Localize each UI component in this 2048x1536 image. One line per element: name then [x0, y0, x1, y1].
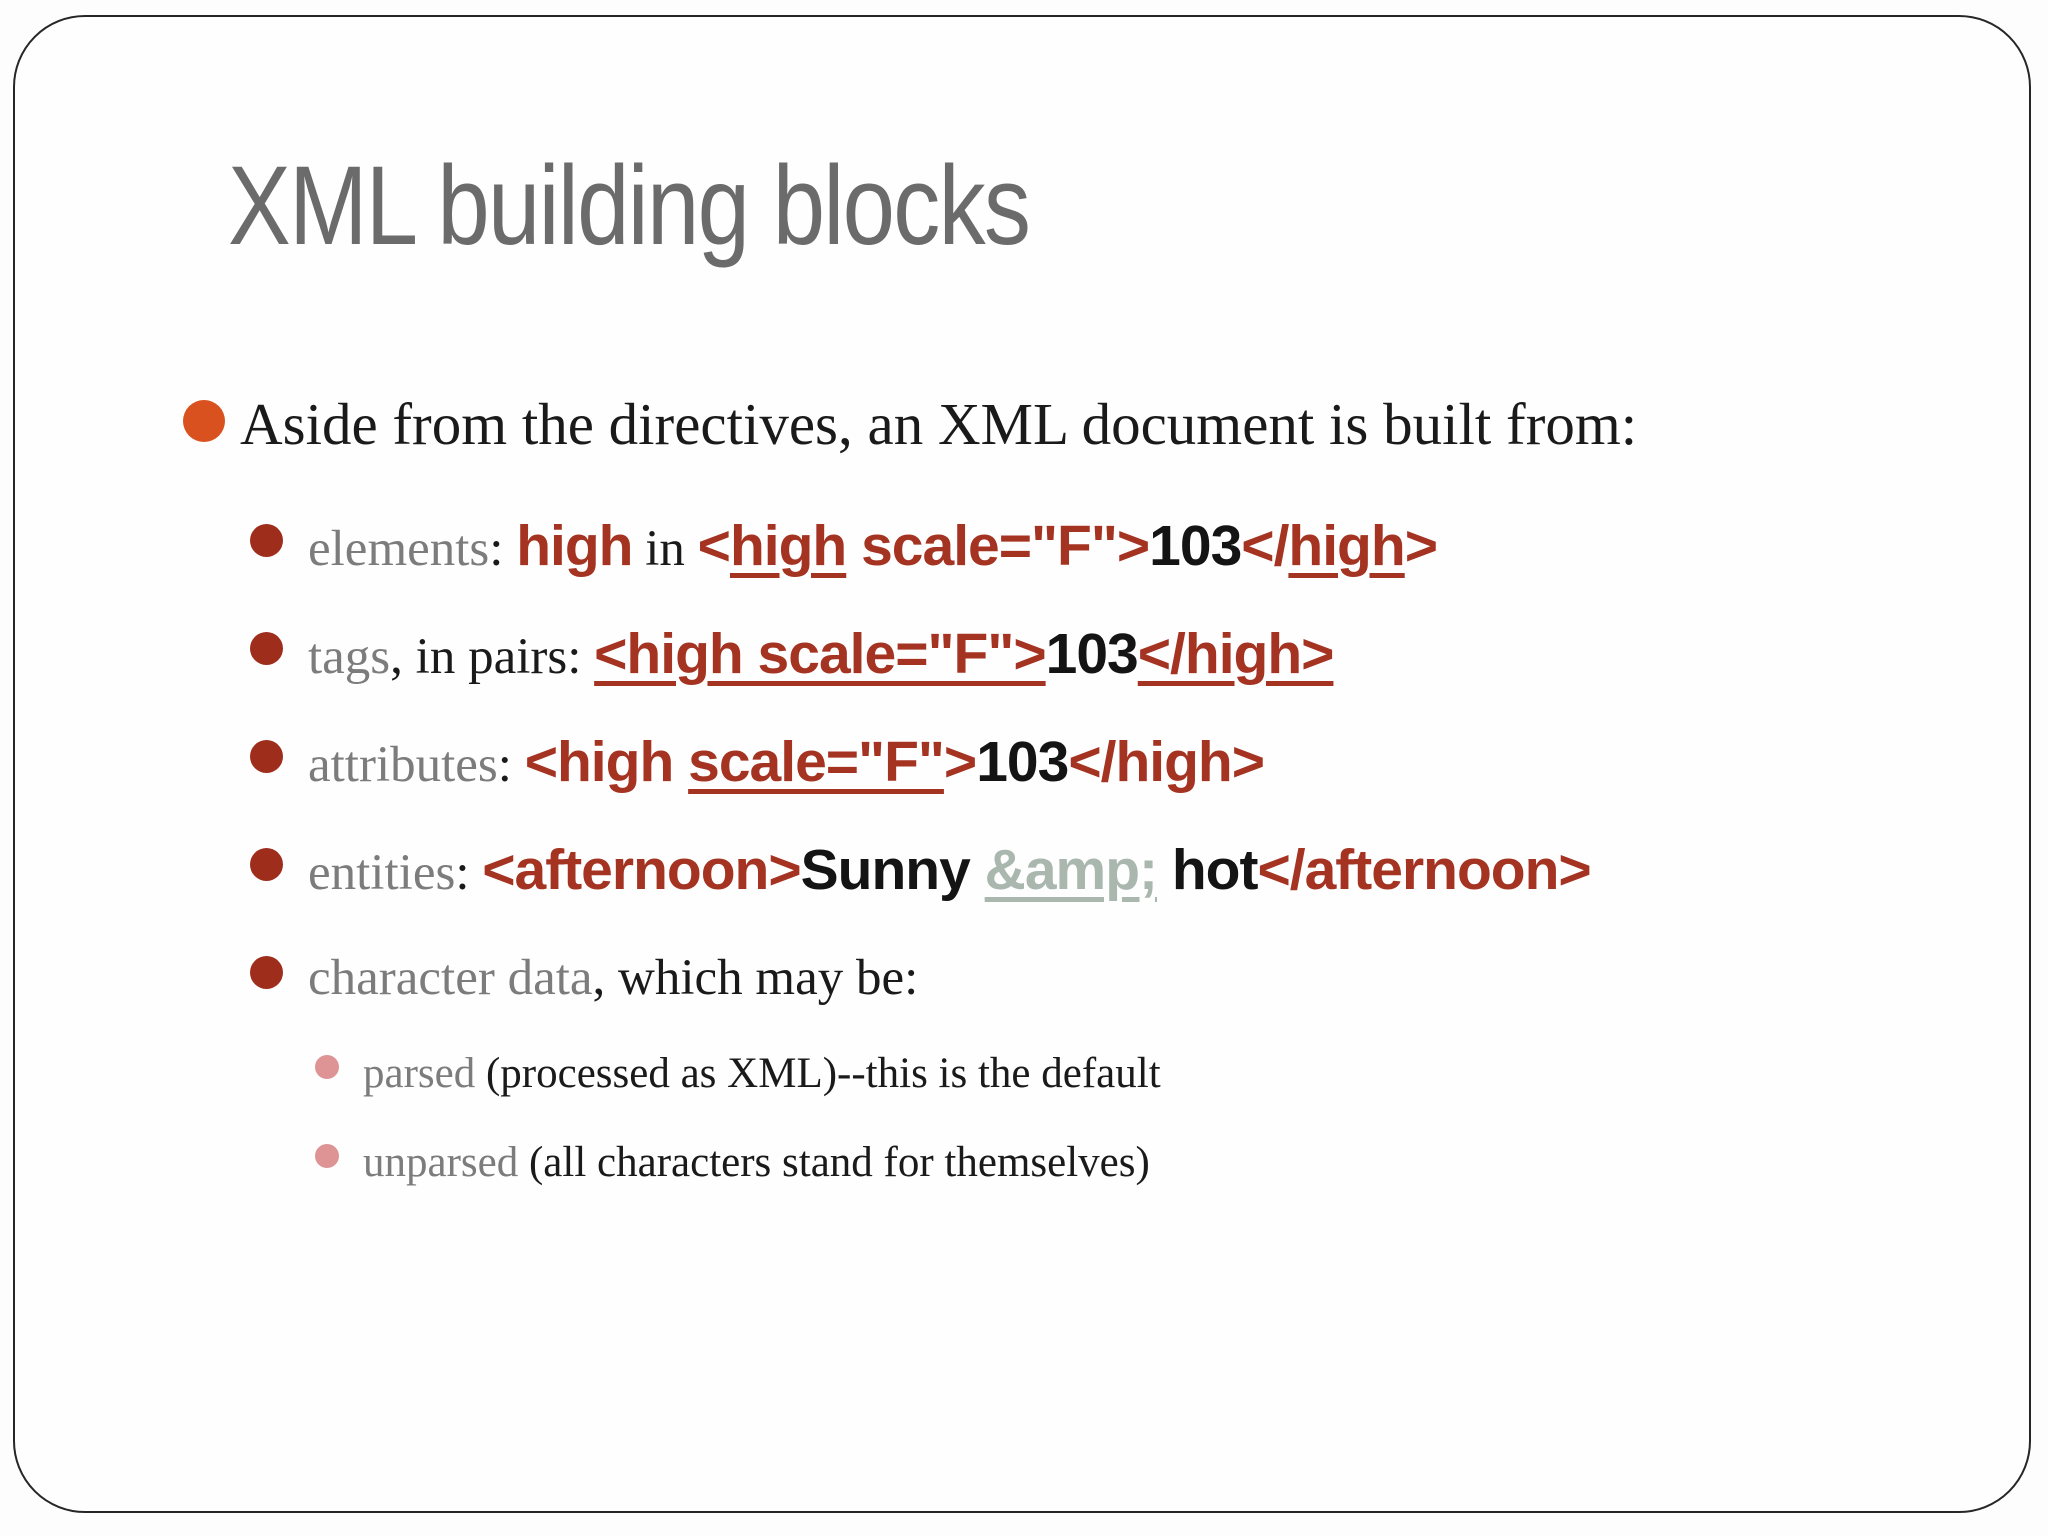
bullet-text: tags, in pairs: <high scale="F">103</hig… [308, 622, 1334, 686]
bullet-text: parsed (processed as XML)--this is the d… [363, 1050, 1161, 1097]
text-segment: (processed as XML)--this is the default [475, 1050, 1161, 1097]
bullet-item: character data, which may be: [250, 940, 1943, 1028]
text-segment: 103 [976, 730, 1069, 794]
text-segment: <high scale="F"> [594, 622, 1046, 686]
bullet-item: Aside from the directives, an XML docume… [183, 388, 1943, 476]
bullet-text: character data, which may be: [308, 950, 918, 1006]
text-segment: tags [308, 629, 391, 685]
slide-border [13, 15, 2031, 1513]
bullet-item: attributes: <high scale="F">103</high> [250, 724, 1943, 815]
text-segment: scale="F"> [846, 514, 1150, 578]
text-segment: Aside from the directives, an XML docume… [240, 391, 1638, 457]
bullet-item: tags, in pairs: <high scale="F">103</hig… [250, 616, 1943, 707]
text-segment: < [697, 514, 731, 578]
text-segment: Sunny [800, 838, 985, 902]
text-segment: > [943, 730, 977, 794]
text-segment: entities [308, 845, 456, 901]
bullet-item: elements: high in <high scale="F">103</h… [250, 508, 1943, 599]
bullet-level-2-icon [250, 740, 283, 773]
bullet-list: Aside from the directives, an XML docume… [183, 388, 1943, 1223]
bullet-level-3-icon [315, 1055, 339, 1079]
text-segment: : [497, 737, 525, 793]
text-segment: hot [1157, 838, 1259, 902]
bullet-text: entities: <afternoon>Sunny &amp; hot</af… [308, 838, 1592, 902]
bullet-text: Aside from the directives, an XML docume… [240, 391, 1637, 457]
text-segment: > [1404, 514, 1438, 578]
text-segment: character data [308, 950, 593, 1006]
text-segment: : [489, 521, 517, 577]
page-title: XML building blocks [228, 143, 1031, 268]
bullet-text: unparsed (all characters stand for thems… [363, 1139, 1150, 1186]
bullet-text: attributes: <high scale="F">103</high> [308, 730, 1265, 794]
text-segment: <high [524, 730, 689, 794]
text-segment: high [729, 514, 847, 578]
text-segment: &amp; [984, 838, 1158, 902]
text-segment: (all characters stand for themselves) [518, 1139, 1150, 1186]
text-segment: scale="F" [688, 730, 945, 794]
bullet-level-2-icon [250, 956, 283, 989]
text-segment: 103 [1149, 514, 1242, 578]
bullet-item: parsed (processed as XML)--this is the d… [315, 1045, 1943, 1112]
bullet-level-2-icon [250, 524, 283, 557]
bullet-level-2-icon [250, 848, 283, 881]
text-segment: unparsed [363, 1139, 519, 1186]
text-segment: </high> [1068, 730, 1265, 794]
text-segment: </ [1241, 514, 1289, 578]
text-segment: high [1288, 514, 1405, 578]
text-segment: attributes [308, 737, 498, 793]
bullet-item: entities: <afternoon>Sunny &amp; hot</af… [250, 832, 1943, 923]
text-segment: 103 [1045, 622, 1139, 686]
bullet-level-3-icon [315, 1144, 339, 1168]
bullet-text: elements: high in <high scale="F">103</h… [308, 514, 1438, 578]
text-segment: </afternoon> [1257, 838, 1591, 902]
text-segment: : [455, 845, 483, 901]
text-segment: , in pairs: [390, 629, 595, 685]
text-segment: parsed [363, 1050, 476, 1097]
text-segment: , which may be: [592, 950, 919, 1006]
bullet-item: unparsed (all characters stand for thems… [315, 1134, 1943, 1201]
text-segment: in [632, 521, 698, 577]
text-segment: high [516, 514, 633, 578]
bullet-level-1-icon [183, 400, 225, 442]
bullet-level-2-icon [250, 632, 283, 665]
text-segment: <afternoon> [482, 838, 801, 902]
text-segment: elements [308, 521, 490, 577]
text-segment: </high> [1137, 622, 1335, 686]
